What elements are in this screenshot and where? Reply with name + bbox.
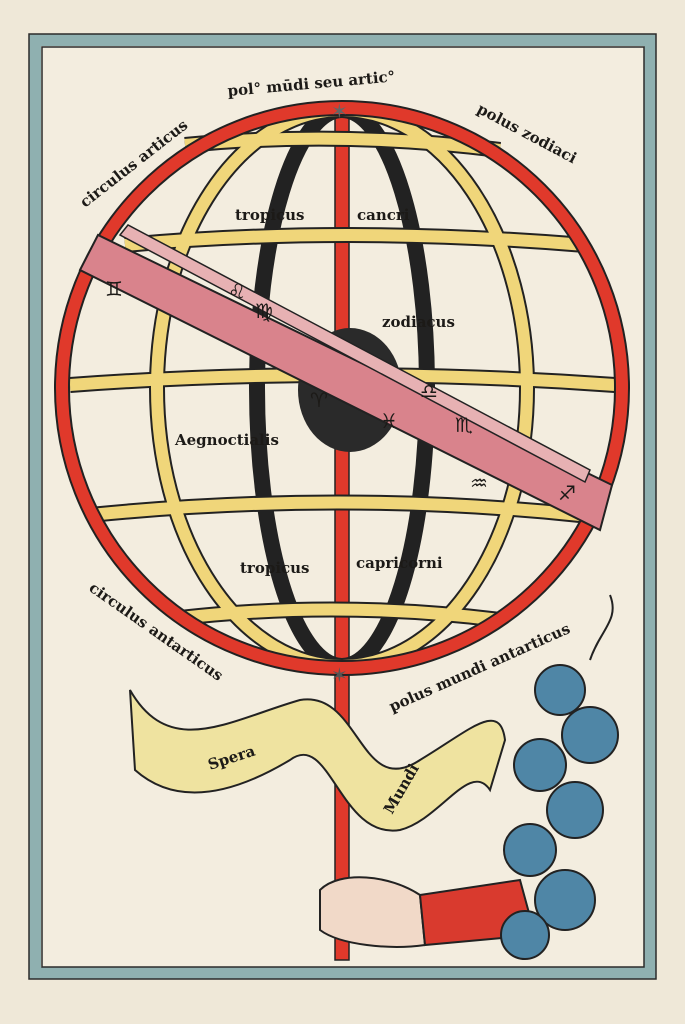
- label-tropic: tropicus: [235, 206, 305, 224]
- zodiac-sign: ♎: [420, 379, 438, 403]
- label-cancer: cancri: [357, 206, 410, 224]
- label-equinoctial: Aegnoctialis: [174, 431, 279, 449]
- south-pole-star-icon: ✶: [331, 663, 348, 687]
- label-zodiac: zodiacus: [382, 313, 455, 331]
- clouds: [500, 664, 619, 960]
- hand: [319, 876, 427, 948]
- zodiac-sign: ♊: [105, 277, 123, 301]
- zodiac-sign: ♒: [470, 471, 488, 495]
- label-tropic: tropicus: [240, 559, 310, 577]
- zodiac-sign: ♓: [380, 409, 398, 433]
- label-capricorn: capricorni: [356, 554, 443, 572]
- north-pole-star-icon: ✶: [331, 99, 348, 123]
- zodiac-sign: ♏: [455, 413, 473, 437]
- banner-scroll: [129, 689, 507, 832]
- zodiac-sign: ♐: [558, 481, 576, 505]
- outer-frame: [29, 34, 656, 979]
- zodiac-band: [78, 224, 614, 532]
- zodiac-sign: ♍: [255, 299, 273, 323]
- zodiac-sign: ♌: [228, 279, 246, 303]
- zodiac-sign: ♈: [310, 388, 328, 412]
